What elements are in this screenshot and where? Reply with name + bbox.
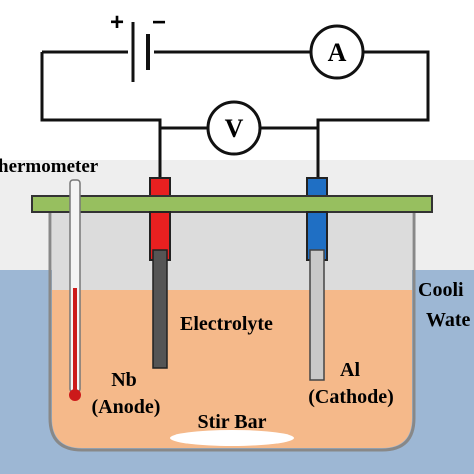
voltmeter-label: V [225, 114, 244, 143]
battery-plus-sign: + [110, 9, 124, 36]
thermometer-label: hermometer [0, 156, 99, 177]
thermometer-icon [69, 179, 81, 401]
electrolyte-label: Electrolyte [180, 313, 273, 335]
circuit-wires [40, 50, 430, 178]
cooling-water-label-line2: Wate [426, 309, 471, 331]
stir-bar-label: Stir Bar [197, 411, 266, 433]
cathode-role-label: (Cathode) [308, 386, 394, 408]
anode-role-label: (Anode) [92, 396, 161, 418]
battery-minus-sign: − [152, 9, 166, 36]
cathode-rod [309, 249, 325, 381]
anode-clip-top [149, 177, 171, 197]
ammeter-icon [309, 24, 365, 80]
beaker-wall [48, 208, 416, 452]
beaker-air-space [52, 212, 412, 290]
cathode-metal-label: Al [340, 359, 360, 381]
cathode-clip-top [306, 177, 328, 197]
battery-icon [128, 22, 154, 82]
voltmeter-icon [206, 100, 262, 156]
ammeter-label: A [328, 38, 347, 67]
beaker-lid [31, 195, 433, 213]
anode-rod [152, 249, 168, 369]
anode-metal-label: Nb [111, 369, 137, 391]
cooling-water-label-line1: Cooli [418, 279, 464, 301]
stir-bar [170, 430, 294, 446]
